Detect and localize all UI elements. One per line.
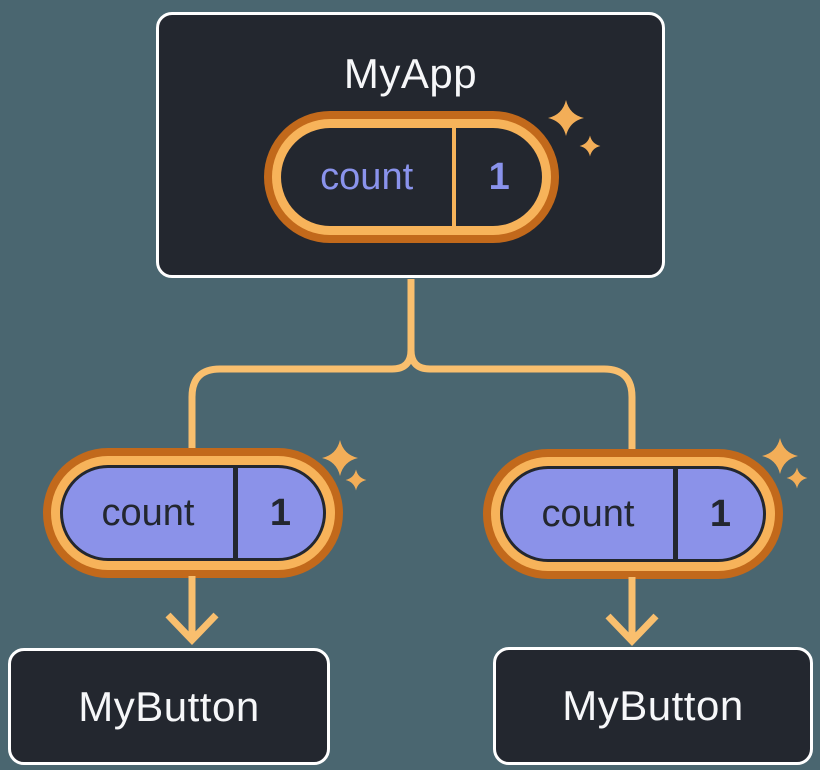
connector-right-branch — [407, 279, 636, 470]
prop-pill-right: count 1 — [483, 449, 783, 579]
state-pill-ring: count 1 — [272, 119, 551, 235]
component-card-mybutton-right: MyButton — [493, 647, 813, 765]
component-card-mybutton-left: MyButton — [8, 648, 330, 765]
component-title: MyButton — [562, 682, 744, 729]
pill-divider — [452, 128, 457, 226]
arrow-down-icon — [605, 577, 659, 647]
pill-divider — [233, 468, 238, 558]
prop-pill-ring: count 1 — [51, 456, 335, 570]
pill-label: count — [101, 492, 195, 534]
pill-label: count — [320, 156, 414, 198]
prop-pill-ring: count 1 — [491, 457, 775, 571]
pill-value: 1 — [709, 493, 732, 535]
state-pill-root: count 1 — [264, 111, 559, 243]
pill-label: count — [541, 493, 635, 535]
prop-pill-left: count 1 — [43, 448, 343, 578]
sparkle-icon — [786, 467, 808, 489]
sparkle-icon — [345, 469, 367, 491]
arrow-down-icon — [165, 576, 219, 646]
connector-left-branch — [188, 279, 415, 470]
pill-value: 1 — [269, 492, 292, 534]
sparkle-icon — [762, 438, 798, 474]
pill-divider — [673, 469, 678, 559]
component-title: MyApp — [343, 50, 478, 97]
pill-value: 1 — [488, 156, 510, 198]
component-title: MyButton — [78, 682, 260, 730]
